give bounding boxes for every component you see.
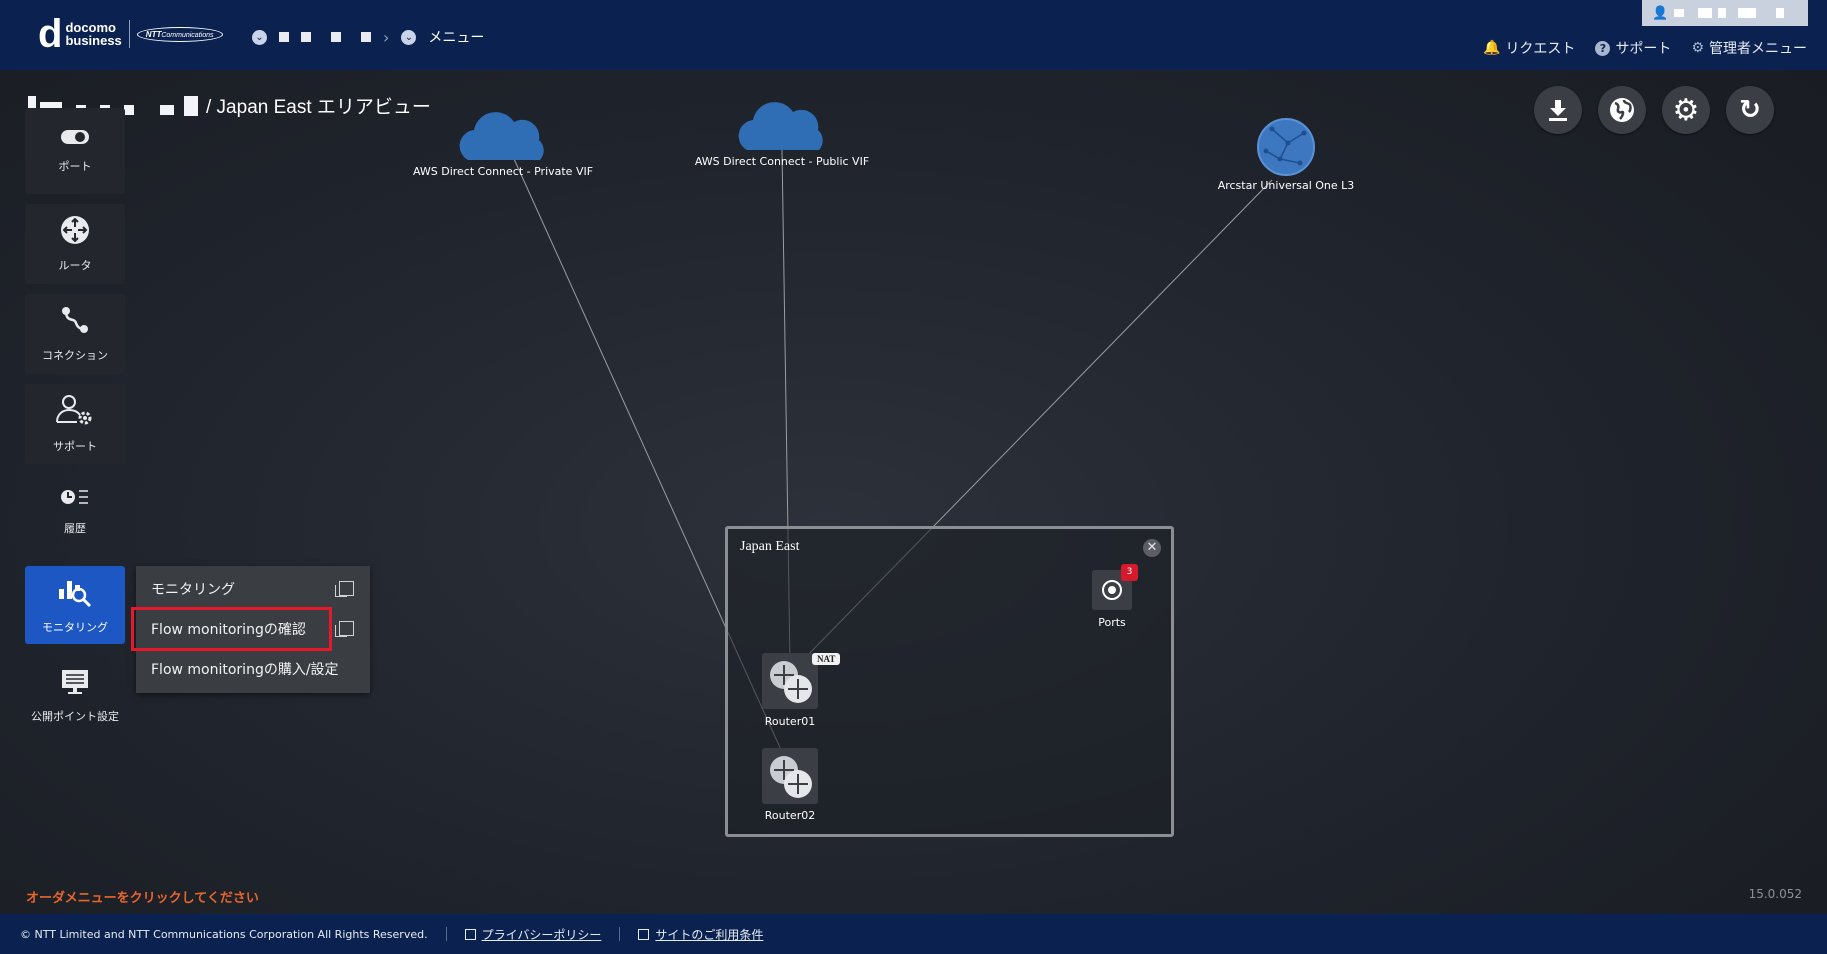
menu-item-monitoring[interactable]: モニタリング xyxy=(136,571,370,607)
nav-item-monitoring[interactable]: モニタリング xyxy=(25,566,125,644)
external-link-icon xyxy=(638,928,650,940)
support-link[interactable]: ? サポート xyxy=(1595,38,1671,58)
globe-icon xyxy=(1610,98,1634,122)
nav-item-routers[interactable]: ルータ xyxy=(25,204,125,284)
request-link[interactable]: 🔔 リクエスト xyxy=(1483,40,1576,57)
chevron-down-icon[interactable]: ⌄ xyxy=(401,29,417,45)
user-icon: 👤 xyxy=(1652,5,1669,21)
settings-button[interactable]: ⚙ xyxy=(1662,86,1710,134)
docomo-business-logo[interactable]: d docomo business NTTCommunications xyxy=(38,12,223,56)
nav-item-connections[interactable]: コネクション xyxy=(25,294,125,374)
refresh-button[interactable]: ↻ xyxy=(1726,86,1774,134)
globe-network-icon[interactable] xyxy=(1257,118,1315,176)
cloud-label-arcstar: Arcstar Universal One L3 xyxy=(1217,179,1355,192)
menu-item-flow-monitoring-check[interactable]: Flow monitoringの確認 xyxy=(136,611,370,647)
top-header: d docomo business NTTCommunications ⌄ › … xyxy=(0,0,1827,70)
router-node[interactable] xyxy=(762,748,818,804)
port-icon xyxy=(1102,580,1122,600)
cloud-icon[interactable] xyxy=(738,102,823,150)
monitor-icon xyxy=(60,668,90,702)
download-button[interactable] xyxy=(1534,86,1582,134)
privacy-policy-link[interactable]: プライバシーポリシー xyxy=(464,926,601,943)
header-links: 🔔 リクエスト ? サポート ⚙ 管理者メニュー xyxy=(1483,38,1807,58)
router-label: Router01 xyxy=(764,715,816,728)
bell-icon: 🔔 xyxy=(1483,40,1501,56)
highlight-annotation xyxy=(131,607,332,651)
history-icon xyxy=(60,486,90,514)
cloud-label-public-vif: AWS Direct Connect - Public VIF xyxy=(694,155,870,168)
logo-mark: d xyxy=(38,12,63,56)
router-icon xyxy=(60,215,90,251)
breadcrumb-tenant[interactable] xyxy=(279,32,371,42)
area-panel: Japan East ✕ NAT Router01 Router02 3 Por… xyxy=(725,526,1174,837)
user-account-button[interactable]: 👤 xyxy=(1642,0,1808,26)
refresh-icon: ↻ xyxy=(1739,95,1761,125)
menu-item-flow-monitoring-purchase[interactable]: Flow monitoringの購入/設定 xyxy=(151,662,339,678)
monitoring-icon xyxy=(57,575,93,613)
router-pair-icon xyxy=(770,756,812,798)
cloud-icon[interactable] xyxy=(459,112,544,160)
router-node[interactable] xyxy=(762,653,818,709)
breadcrumb: ⌄ › ⌄ メニュー xyxy=(252,27,484,47)
ports-node[interactable] xyxy=(1092,570,1132,610)
router-pair-icon xyxy=(770,661,812,703)
nav-item-ports[interactable]: ポート xyxy=(25,108,125,194)
ports-count-badge: 3 xyxy=(1121,564,1138,581)
admin-menu-link[interactable]: ⚙ 管理者メニュー xyxy=(1691,40,1807,57)
router-label: Router02 xyxy=(764,809,816,822)
breadcrumb-menu[interactable]: メニュー xyxy=(428,30,485,46)
nav-item-support[interactable]: サポート xyxy=(25,384,125,464)
page-title-text: / Japan East エリアビュー xyxy=(206,97,431,118)
nat-badge: NAT xyxy=(812,653,841,665)
area-title: Japan East xyxy=(740,539,800,554)
download-icon xyxy=(1549,100,1567,121)
question-icon: ? xyxy=(1595,40,1611,56)
logo-text: docomo business xyxy=(65,20,122,48)
external-link-icon xyxy=(464,928,476,940)
user-gear-icon xyxy=(55,394,95,432)
close-icon[interactable]: ✕ xyxy=(1143,539,1161,557)
footer: © NTT Limited and NTT Communications Cor… xyxy=(0,914,1827,954)
chevron-down-icon[interactable]: ⌄ xyxy=(252,29,267,45)
connection-icon xyxy=(60,305,90,341)
view-actions: ⚙ ↻ xyxy=(1534,86,1774,134)
gear-icon: ⚙ xyxy=(1691,40,1704,56)
cloud-label-private-vif: AWS Direct Connect - Private VIF xyxy=(412,165,594,178)
ports-label: Ports xyxy=(1098,616,1126,629)
order-menu-hint: オーダメニューをクリックしてください xyxy=(26,891,259,906)
chevron-right-icon: › xyxy=(383,27,390,47)
external-link-icon xyxy=(335,621,354,637)
globe-button[interactable] xyxy=(1598,86,1646,134)
ntt-communications-logo: NTTCommunications xyxy=(136,26,223,42)
copyright: © NTT Limited and NTT Communications Cor… xyxy=(20,927,428,941)
terms-link[interactable]: サイトのご利用条件 xyxy=(638,926,763,943)
logo-divider xyxy=(128,20,130,48)
nav-item-history[interactable]: 履歴 xyxy=(25,474,125,548)
toggle-icon xyxy=(60,128,90,152)
version-label: 15.0.052 xyxy=(1748,887,1802,901)
gear-icon: ⚙ xyxy=(1672,92,1700,128)
external-link-icon xyxy=(335,581,354,597)
nav-item-public-point[interactable]: 公開ポイント設定 xyxy=(25,656,125,736)
